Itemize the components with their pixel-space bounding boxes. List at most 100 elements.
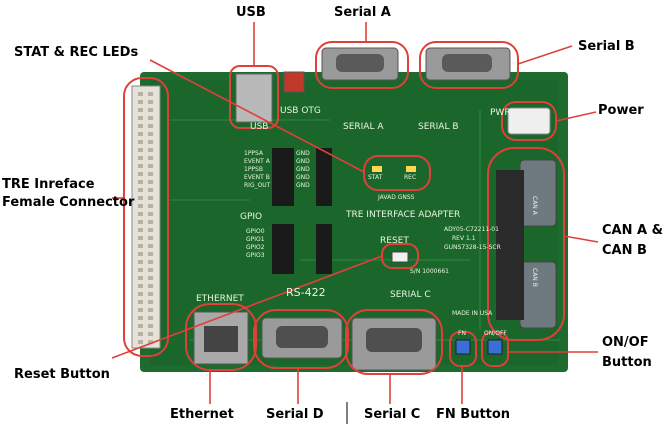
- connector-pin: [148, 220, 153, 224]
- connector-pin: [148, 228, 153, 232]
- callout-ethernet: Ethernet: [170, 407, 234, 422]
- silk-tre-adapter: TRE INTERFACE ADAPTER: [346, 210, 461, 220]
- connector-pin: [148, 108, 153, 112]
- silk-gnd: GND: [296, 174, 310, 181]
- connector-pin: [138, 188, 143, 192]
- connector-pin: [138, 332, 143, 336]
- callout-power: Power: [598, 103, 644, 118]
- connector-pin: [138, 156, 143, 160]
- can-b-connector: [519, 261, 557, 329]
- connector-pin: [148, 252, 153, 256]
- connector-pin: [148, 212, 153, 216]
- leader-serial-b: [517, 45, 573, 65]
- silk-gpio-pin: GPIO0: [246, 228, 265, 235]
- connector-pin: [148, 116, 153, 120]
- callout-can-ab-line1: CAN A &: [602, 223, 663, 238]
- connector-pin: [148, 172, 153, 176]
- connector-pin: [138, 180, 143, 184]
- callout-onoff-line2: Button: [602, 355, 652, 370]
- connector-pin: [148, 276, 153, 280]
- silk-signal: EVENT B: [244, 174, 270, 181]
- ring-serial-a: [315, 41, 409, 89]
- serial-a-port: [336, 54, 384, 72]
- ring-tre: [123, 77, 169, 357]
- silk-gnd: GND: [296, 182, 310, 189]
- connector-pin: [138, 148, 143, 152]
- silk-javad: JAVAD GNSS: [378, 194, 415, 201]
- callout-stat-rec-leds: STAT & REC LEDs: [14, 45, 139, 60]
- callout-tre-interface: TRE Inreface: [2, 177, 95, 192]
- gpio-header: [272, 224, 294, 274]
- gnd-header-top: [316, 148, 332, 206]
- connector-pin: [138, 172, 143, 176]
- connector-pin: [148, 188, 153, 192]
- callout-onoff-line1: ON/OF: [602, 335, 649, 350]
- ethernet-port: [204, 326, 238, 352]
- connector-pin: [138, 284, 143, 288]
- connector-pin: [148, 140, 153, 144]
- connector-pin: [148, 284, 153, 288]
- silk-serial-b: SERIAL B: [418, 122, 459, 132]
- can-a-connector: [519, 159, 557, 227]
- connector-pin: [148, 316, 153, 320]
- silk-can-b: CAN B: [531, 268, 538, 287]
- stat-led: [372, 166, 382, 172]
- connector-pin: [138, 140, 143, 144]
- connector-pin: [148, 244, 153, 248]
- connector-pin: [138, 324, 143, 328]
- connector-pin: [138, 260, 143, 264]
- connector-pin: [138, 228, 143, 232]
- tre-female-connector: [131, 85, 161, 349]
- serial-b-port: [442, 54, 492, 72]
- connector-pin: [148, 124, 153, 128]
- power-connector: [507, 107, 551, 135]
- connector-pin: [138, 164, 143, 168]
- silk-on-off: ON/OFF: [484, 330, 507, 337]
- ring-serial-b: [419, 41, 519, 89]
- silk-ethernet: ETHERNET: [196, 294, 244, 304]
- serial-d-port: [276, 326, 328, 348]
- connector-pin: [148, 92, 153, 96]
- silk-serial-c: SERIAL C: [390, 290, 431, 300]
- can-mount-block: [496, 170, 524, 320]
- ring-stat-rec: [363, 155, 431, 191]
- connector-pin: [138, 220, 143, 224]
- connector-pin: [148, 300, 153, 304]
- silk-made-in-usa: MADE IN USA: [452, 310, 493, 317]
- ring-ethernet: [185, 303, 257, 371]
- connector-pin: [148, 180, 153, 184]
- connector-pin: [138, 308, 143, 312]
- connector-pin: [138, 132, 143, 136]
- silk-signal: 1PPSA: [244, 150, 264, 157]
- silk-part-no: ADY05-C72211-01: [444, 226, 499, 233]
- connector-pin: [138, 196, 143, 200]
- callout-reset-button: Reset Button: [14, 367, 110, 382]
- leader-can: [563, 235, 599, 243]
- connector-pin: [148, 340, 153, 344]
- callout-serial-c: Serial C: [364, 407, 421, 422]
- silk-gpio-pin: GPIO2: [246, 244, 265, 251]
- silk-gnd: GND: [296, 158, 310, 165]
- ring-serial-c: [345, 309, 443, 375]
- connector-pin: [148, 324, 153, 328]
- silk-usb: USB: [250, 122, 269, 132]
- silk-pwr: PWR: [490, 108, 511, 118]
- silk-serial-a: SERIAL A: [343, 122, 384, 132]
- connector-pin: [138, 292, 143, 296]
- connector-pin: [138, 212, 143, 216]
- serial-c-port: [366, 328, 422, 352]
- highlight-rings: [123, 41, 565, 375]
- connector-pin: [148, 268, 153, 272]
- connector-pin: [138, 204, 143, 208]
- connector-pin: [138, 268, 143, 272]
- silk-gnd-list: GND GND GND GND GND: [296, 150, 310, 190]
- rec-led: [406, 166, 416, 172]
- leader-lines: [111, 22, 599, 404]
- callout-usb: USB: [236, 5, 266, 20]
- leader-power: [555, 111, 597, 122]
- leader-reset: [111, 255, 383, 359]
- silk-signal: 1PPSB: [244, 166, 263, 173]
- connector-pin: [148, 196, 153, 200]
- connector-pin: [138, 92, 143, 96]
